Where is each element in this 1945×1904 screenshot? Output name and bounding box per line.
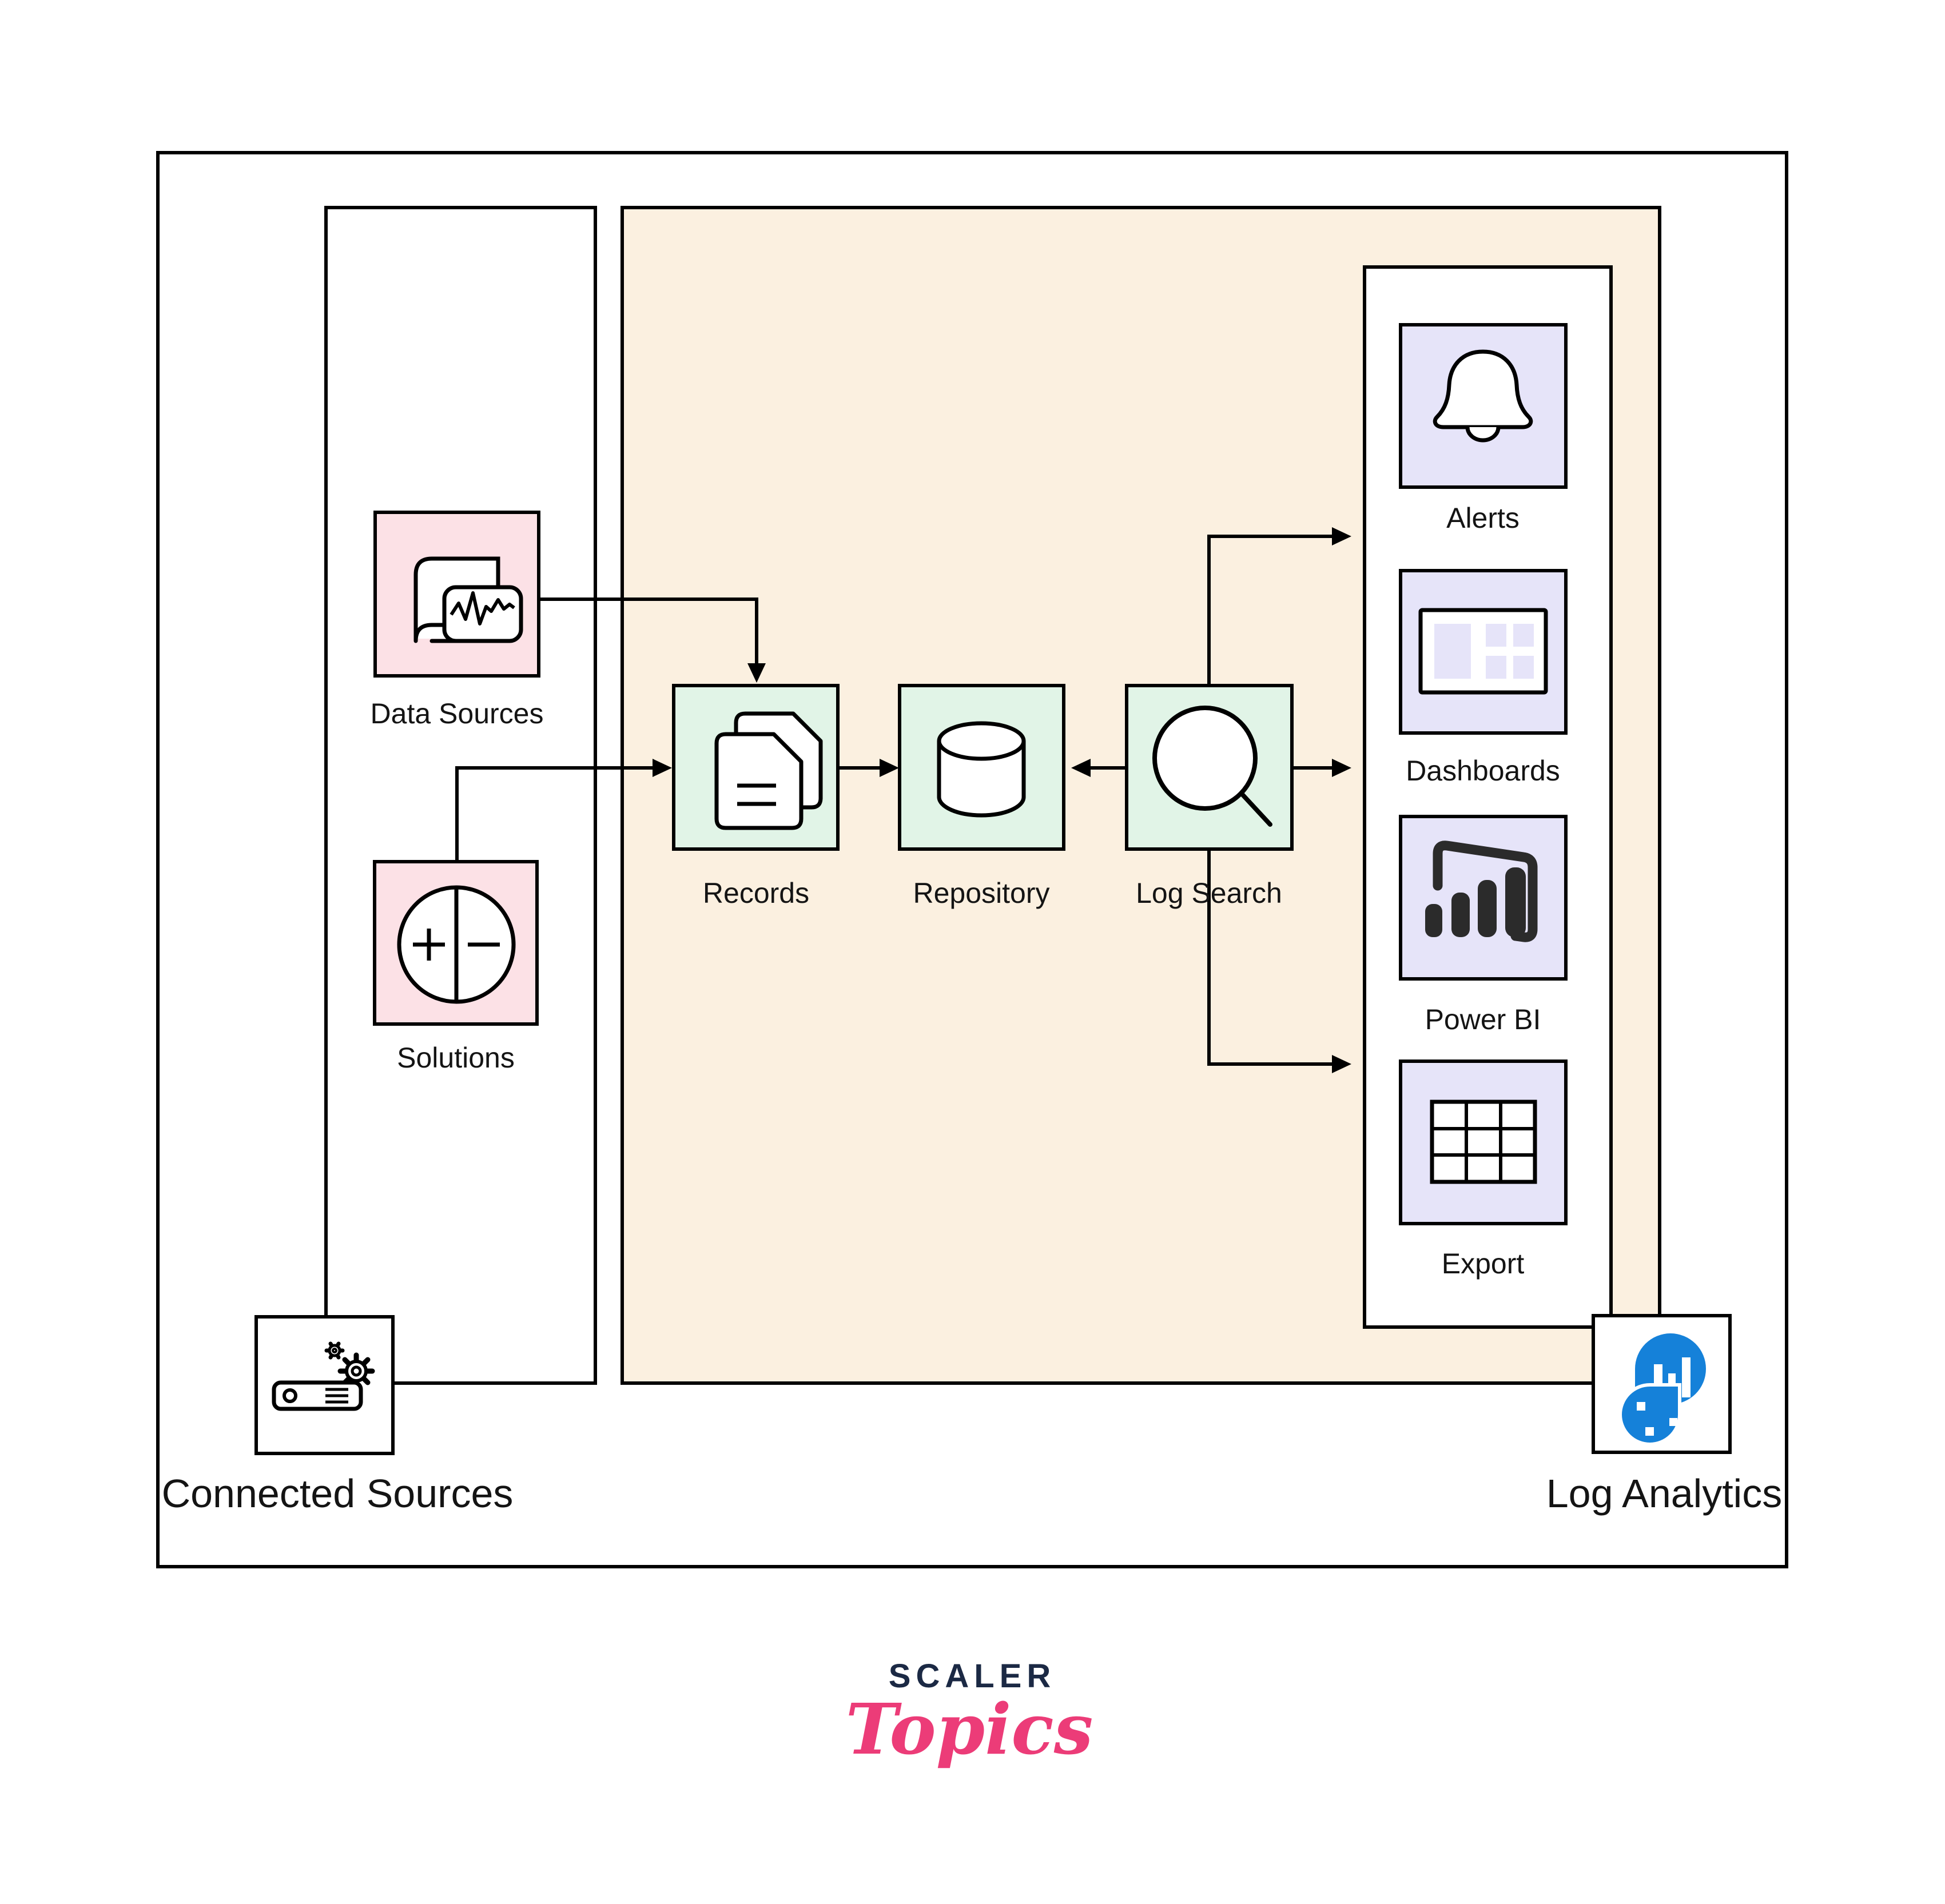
arrow-logsearch-to-alerts xyxy=(1207,535,1332,684)
table-grid-icon xyxy=(1430,1100,1537,1184)
connected-sources-panel xyxy=(324,206,597,1385)
log-analytics-label: Log Analytics xyxy=(1546,1471,1783,1516)
solutions-label: Solutions xyxy=(397,1042,515,1074)
server-gears-icon xyxy=(272,1341,375,1411)
export-node xyxy=(1399,1059,1568,1225)
documents-icon xyxy=(714,711,823,830)
dashboards-node xyxy=(1399,569,1568,735)
records-label: Records xyxy=(702,877,810,909)
bell-icon xyxy=(1433,349,1533,443)
connected-sources-node xyxy=(254,1315,395,1455)
plus-minus-circle-icon xyxy=(397,885,516,1004)
arrow-solutions-to-records xyxy=(455,766,653,861)
scaler-logo-text: SCALER xyxy=(888,1658,1056,1695)
records-node xyxy=(672,684,840,851)
export-label: Export xyxy=(1441,1248,1525,1280)
alerts-node xyxy=(1399,323,1568,489)
log-analytics-logo-icon xyxy=(1618,1333,1706,1446)
database-cylinder-icon xyxy=(937,721,1026,818)
arrow-datasources-to-records xyxy=(540,598,758,663)
scaler-topics-script: Topics xyxy=(845,1688,1093,1770)
power-bi-node xyxy=(1399,815,1568,981)
alerts-label: Alerts xyxy=(1446,502,1520,534)
solutions-node xyxy=(373,860,539,1026)
repository-label: Repository xyxy=(913,877,1050,909)
arrow-logsearch-to-export xyxy=(1207,851,1332,1066)
power-bi-icon xyxy=(1425,841,1538,942)
dashboards-label: Dashboards xyxy=(1406,755,1560,787)
dashboard-tiles-icon xyxy=(1418,608,1548,695)
data-sources-node xyxy=(373,511,540,678)
log-search-node xyxy=(1125,684,1294,851)
book-waveform-icon xyxy=(413,556,523,643)
data-sources-label: Data Sources xyxy=(370,698,544,730)
repository-node xyxy=(898,684,1065,851)
power-bi-label: Power BI xyxy=(1425,1003,1541,1035)
magnifier-icon xyxy=(1152,706,1272,827)
log-analytics-node xyxy=(1592,1314,1732,1454)
log-search-label: Log Search xyxy=(1136,877,1282,909)
connected-sources-label: Connected Sources xyxy=(161,1471,514,1516)
